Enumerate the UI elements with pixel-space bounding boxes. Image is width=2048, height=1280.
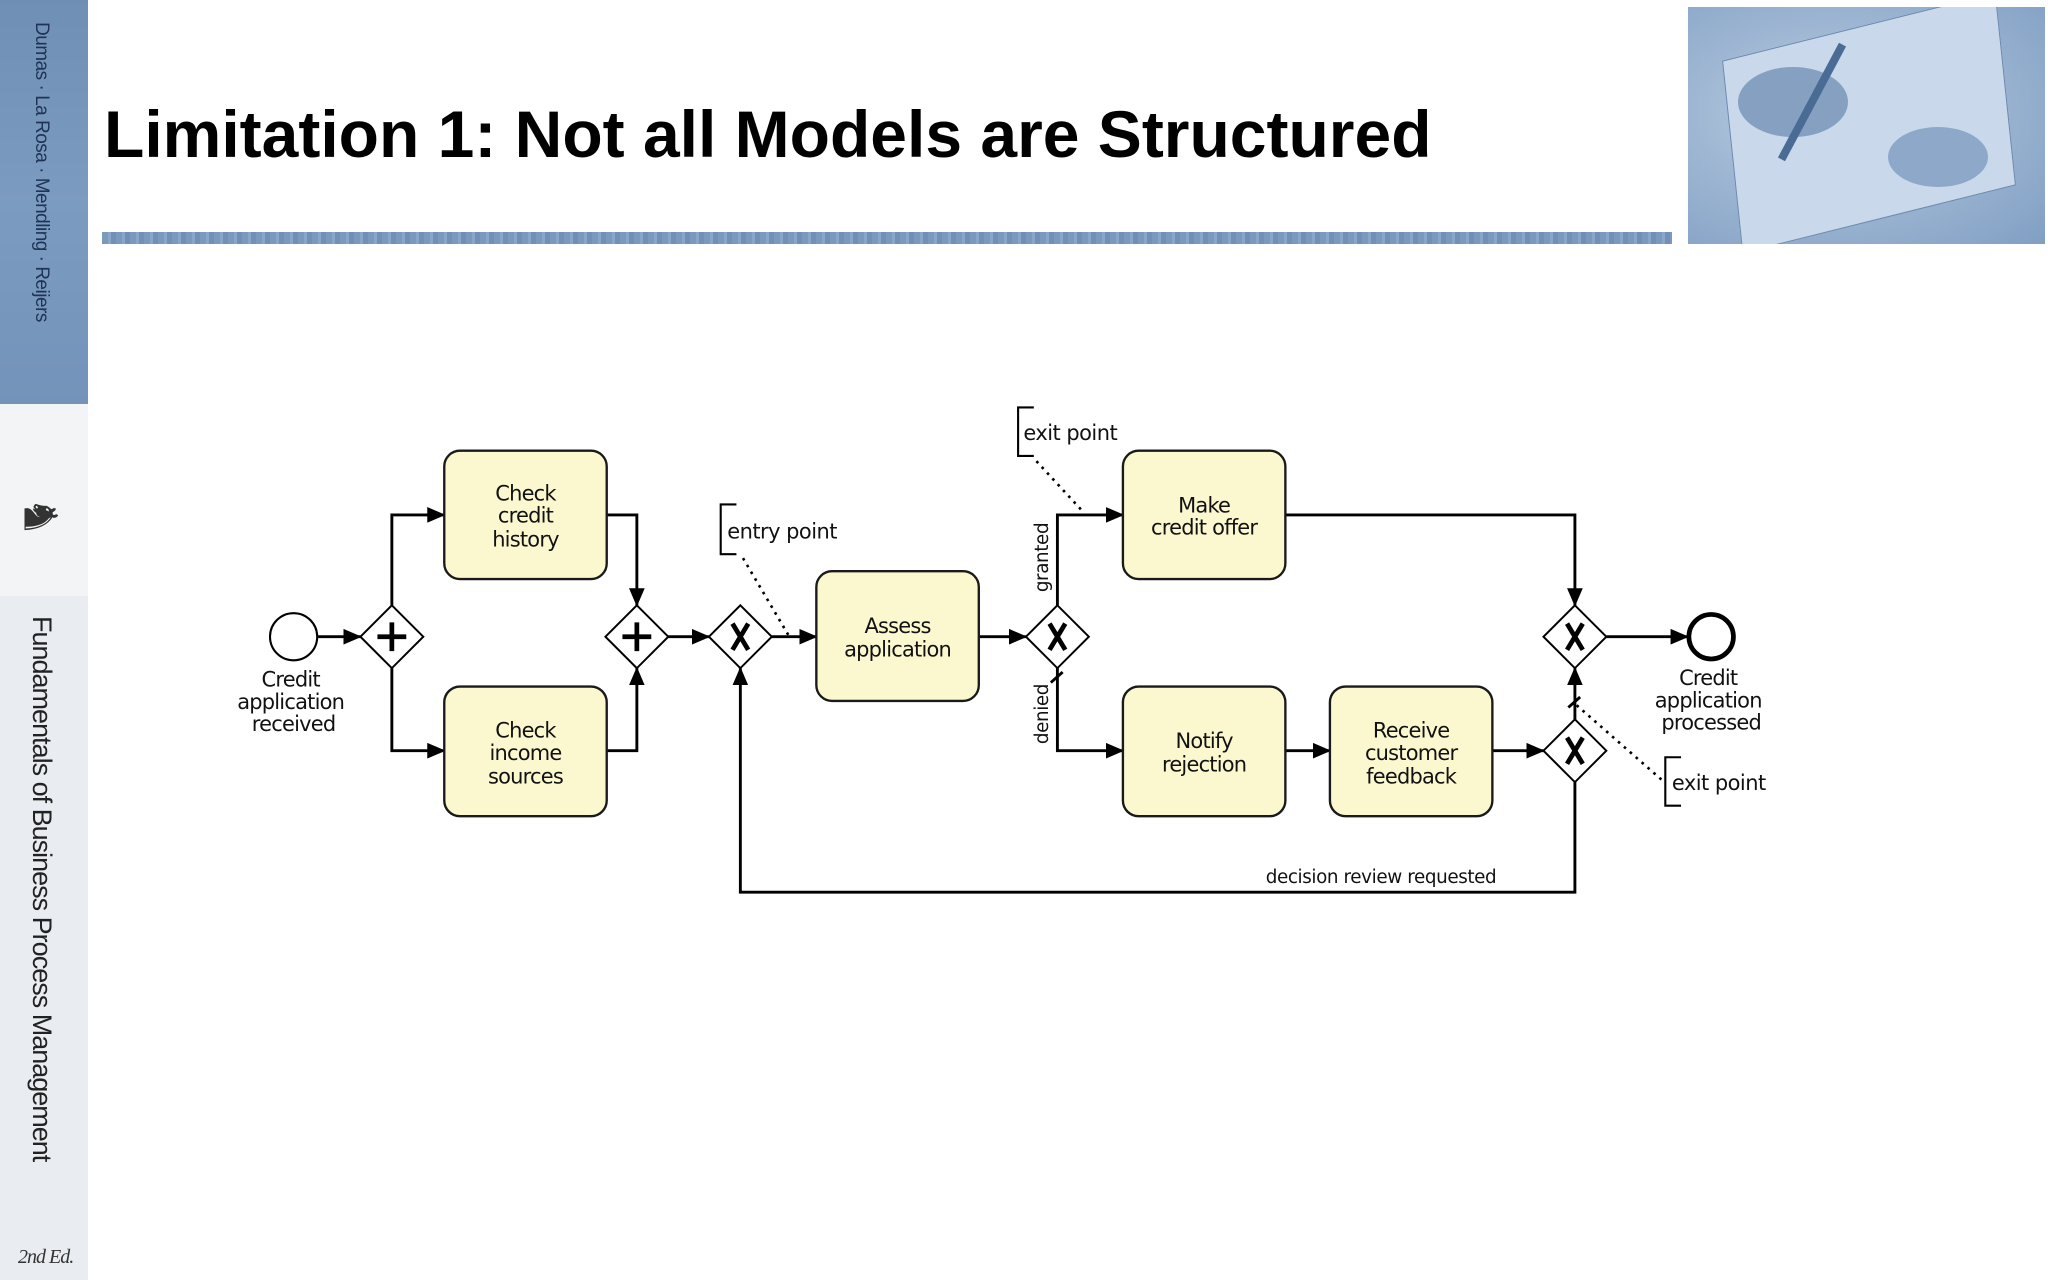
flow-denied (1055, 668, 1125, 759)
start-event[interactable] (268, 612, 319, 662)
x-icon (1565, 622, 1585, 652)
annotation-exit-point-top: exit point (1017, 406, 1118, 512)
annotation-entry-point: entry point (719, 503, 838, 639)
slide-title: Limitation 1: Not all Models are Structu… (104, 97, 1432, 171)
x-icon (1047, 622, 1068, 652)
flow-granted (1055, 507, 1125, 606)
flow-credit-to-join (606, 513, 645, 607)
granted-label: granted (1032, 523, 1053, 592)
review-label: decision review requested (1266, 867, 1497, 888)
start-event-label: Credit application received (237, 668, 350, 737)
parallel-split-gateway[interactable] (359, 603, 425, 670)
parallel-join-gateway[interactable] (604, 603, 670, 670)
end-event[interactable] (1686, 612, 1736, 662)
edition-label: 2nd Ed. (18, 1246, 74, 1268)
book-title: Fundamentals of Business Process Managem… (27, 616, 57, 1162)
svg-text:entry point: entry point (727, 519, 837, 543)
sidebar-cover-band (0, 0, 88, 404)
svg-text:exit point: exit point (1023, 421, 1117, 445)
default-marker (1049, 671, 1064, 684)
xor-decision-gateway[interactable] (1024, 603, 1091, 670)
x-icon (730, 622, 751, 652)
plus-icon (377, 622, 407, 652)
sidebar-logo-band (0, 404, 88, 596)
flow-review-loop (732, 666, 1577, 894)
default-marker (1567, 695, 1582, 709)
xor-review-gateway[interactable] (1542, 717, 1608, 784)
denied-label: denied (1032, 684, 1053, 744)
flow-split-to-income (390, 668, 446, 759)
plus-icon (622, 622, 652, 652)
end-event-label: Credit application processed (1655, 666, 1768, 735)
flow-offer-to-merge (1285, 513, 1583, 607)
xor-merge-gateway-entry[interactable] (707, 603, 774, 670)
header-artwork-image (1688, 7, 2045, 244)
sequence-flows (317, 507, 1689, 894)
svg-text:exit point: exit point (1672, 771, 1766, 795)
authors-text: Dumas · La Rosa · Mendling · Reijers (31, 22, 52, 322)
flow-income-to-join (606, 666, 645, 753)
sidebar: Dumas · La Rosa · Mendling · Reijers ♞ F… (0, 0, 88, 1280)
title-divider (102, 232, 1672, 244)
flow-split-to-credit (390, 507, 446, 606)
annotation-exit-point-bottom: exit point (1575, 703, 1767, 807)
xor-merge-gateway-exit[interactable] (1542, 603, 1608, 670)
x-icon (1565, 736, 1585, 766)
